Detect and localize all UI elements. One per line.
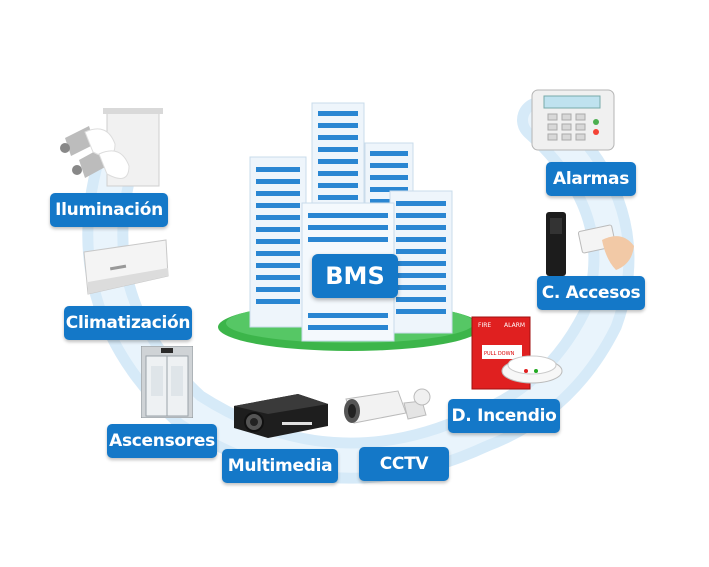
label-alarmas[interactable]: Alarmas: [546, 162, 636, 196]
light-bulbs-icon: [60, 108, 163, 187]
alarm-text: ALARM: [504, 322, 525, 329]
label-ascensores[interactable]: Ascensores: [107, 424, 217, 458]
label-multimedia[interactable]: Multimedia: [222, 449, 338, 483]
elevator-icon: [141, 346, 193, 418]
air-conditioner-icon: [83, 239, 169, 295]
label-incendio[interactable]: D. Incendio: [448, 399, 560, 433]
fire-alarm-icon: FIRE ALARM PULL DOWN: [471, 316, 563, 390]
bms-center-label: BMS: [312, 254, 398, 298]
label-cctv[interactable]: CCTV: [359, 447, 449, 481]
buildings-icon: [218, 102, 482, 351]
label-climatizacion[interactable]: Climatización: [64, 306, 192, 340]
fire-text: FIRE: [478, 322, 491, 329]
pull-down-text: PULL DOWN: [484, 351, 515, 357]
card-reader-icon: [546, 212, 634, 276]
projector-icon: [234, 394, 328, 438]
alarm-keypad-icon: [531, 89, 615, 151]
security-camera-icon: [344, 388, 431, 424]
label-accesos[interactable]: C. Accesos: [537, 276, 645, 310]
label-iluminacion[interactable]: Iluminación: [50, 193, 168, 227]
